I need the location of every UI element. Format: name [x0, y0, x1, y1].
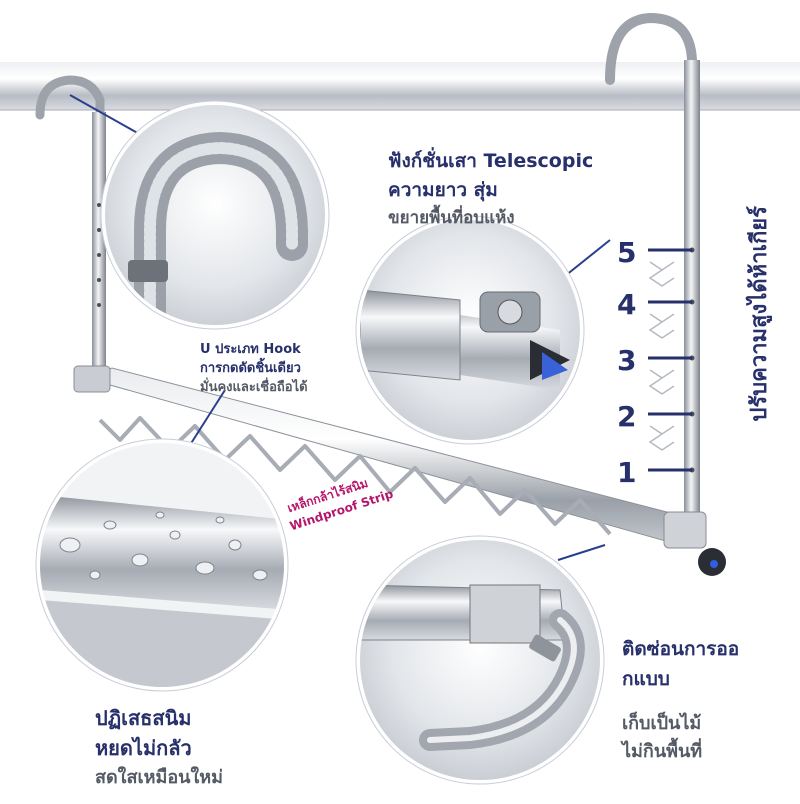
hook-line1: U ประเภท Hook — [200, 342, 301, 357]
right-hook — [605, 12, 697, 525]
hidden-line4: ไม่กินพื้นที่ — [622, 741, 703, 762]
hook-closeup — [105, 105, 325, 325]
right-pole — [684, 60, 700, 530]
height-level-2: 2 — [617, 400, 637, 433]
rust-line3: สดใสเหมือนใหม่ — [95, 767, 223, 788]
telescopic-title: ฟังก์ชั่นเสา Telescopic — [388, 150, 594, 172]
telescopic-subtitle: ความยาว สุ่ม — [388, 179, 498, 201]
height-scale — [648, 248, 692, 472]
height-level-3: 3 — [617, 344, 637, 377]
height-level-1: 1 — [617, 456, 637, 489]
telescopic-desc: ขยายพื้นที่อบแห้ง — [388, 208, 515, 228]
rustproof-closeup — [40, 443, 284, 687]
telescopic-closeup — [360, 220, 580, 440]
left-hook — [35, 75, 105, 365]
height-level-5: 5 — [617, 236, 637, 269]
left-clamp — [73, 365, 111, 393]
hook-line2: การกดดัดชิ้นเดียว — [200, 361, 301, 376]
hidden-line1: ติดซ่อนการออ — [622, 638, 740, 660]
hidden-line2: กแบบ — [622, 668, 670, 690]
left-pole — [92, 112, 106, 372]
hidden-line3: เก็บเป็นไม้ — [622, 713, 702, 734]
height-adjust-label: ปรับความสูงได้ห้าเกียร์ — [747, 206, 772, 422]
hook-line3: มั่นคงและเชื่อถือได้ — [200, 380, 308, 395]
rust-line1: ปฏิเสธสนิม — [95, 706, 192, 730]
height-level-4: 4 — [617, 288, 637, 321]
right-clamp — [663, 511, 707, 549]
overhead-pipe — [0, 62, 800, 110]
folding-hook-closeup — [360, 540, 600, 780]
rust-line2: หยดไม่กลัว — [95, 736, 192, 760]
